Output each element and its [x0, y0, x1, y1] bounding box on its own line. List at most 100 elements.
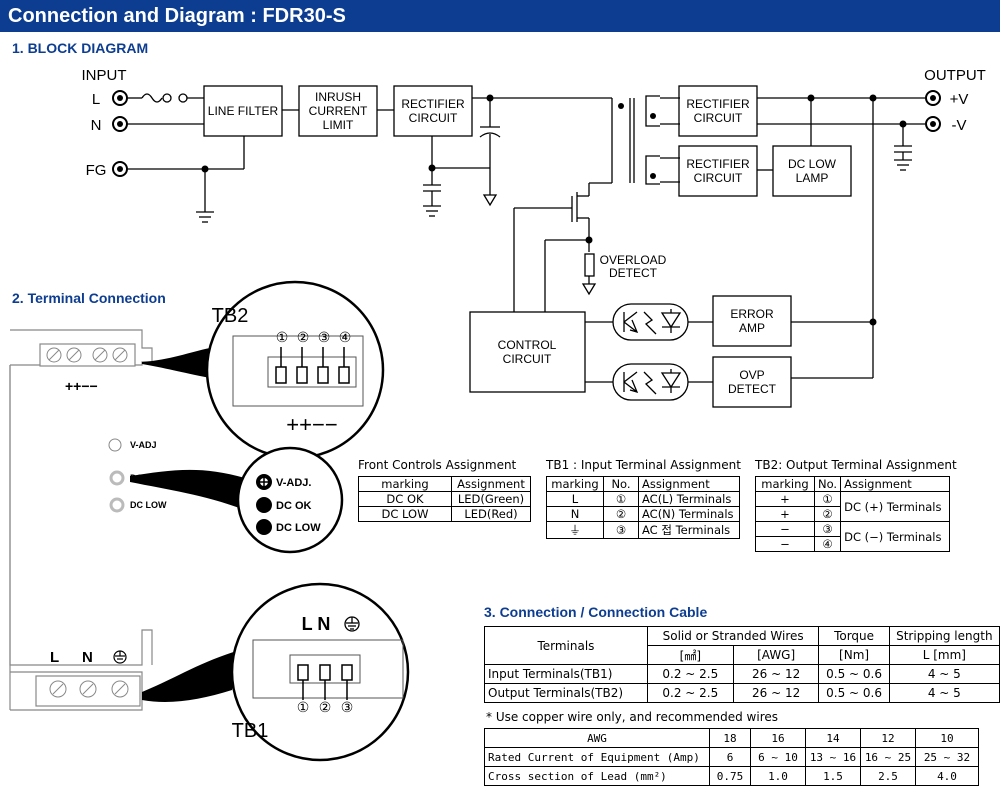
- terminal-n-label: N: [91, 117, 102, 134]
- table-cell: 26 ~ 12: [732, 683, 820, 703]
- table-cell: Rated Current of Equipment (Amp): [484, 747, 710, 767]
- dc-low-lamp-label-2: LAMP: [796, 171, 829, 185]
- rect-out1-label-1: RECTIFIER: [686, 97, 750, 111]
- inrush-label-2: CURRENT: [309, 104, 368, 118]
- table-cell: LED(Green): [451, 491, 531, 507]
- table-header: Stripping length: [888, 626, 1000, 646]
- ovp-label-1: OVP: [739, 368, 764, 382]
- table-cell: Cross section of Lead (mm²): [484, 766, 710, 786]
- inrush-label-3: LIMIT: [323, 118, 354, 132]
- table-header: 12: [860, 728, 916, 748]
- table-cell: 16 ~ 25: [860, 747, 916, 767]
- table-cell: AC 접 Terminals: [638, 521, 740, 539]
- tb2-table-title: TB2: Output Terminal Assignment: [755, 458, 957, 472]
- table-cell: 1.0: [750, 766, 806, 786]
- section-title-terminal-connection: 2. Terminal Connection: [12, 290, 166, 306]
- section-title-connection-cable: 3. Connection / Connection Cable: [484, 604, 708, 620]
- table-cell: N: [546, 506, 604, 522]
- table-cell: +: [755, 491, 815, 507]
- table-cell: −: [755, 521, 815, 537]
- table-cell: 4 ~ 5: [888, 683, 1000, 703]
- out-plus-label: +V: [950, 91, 969, 108]
- table-header: Assignment: [840, 476, 951, 492]
- terminal-l-label: L: [92, 91, 100, 108]
- page-title: Connection and Diagram : FDR30-S: [0, 0, 1000, 32]
- table-header: 14: [805, 728, 861, 748]
- table-header: No.: [813, 476, 842, 492]
- table-cell: ④: [813, 536, 842, 552]
- rect-in-label-1: RECTIFIER: [401, 97, 465, 111]
- table-header: [Nm]: [818, 645, 890, 665]
- error-amp-label-1: ERROR: [730, 307, 774, 321]
- table-header: [AWG]: [732, 645, 820, 665]
- tb1-number-1: ①: [297, 699, 310, 715]
- table-cell: L: [546, 491, 604, 507]
- table-cell: AC(N) Terminals: [638, 506, 740, 522]
- table-cell: 6 ~ 10: [750, 747, 806, 767]
- v-adj-label: V-ADJ: [130, 440, 157, 450]
- table-header: AWG: [484, 728, 710, 748]
- control-label-1: CONTROL: [498, 338, 557, 352]
- table-cell: Output Terminals(TB2): [484, 683, 648, 703]
- table-cell: ①: [813, 491, 842, 507]
- table-header: 16: [750, 728, 806, 748]
- tb1-label: TB1: [232, 720, 269, 742]
- awg-table: AWG 18 16 14 12 10 Rated Current of Equi…: [484, 728, 979, 786]
- table-cell: 26 ~ 12: [732, 664, 820, 684]
- table-cell: ②: [813, 506, 842, 522]
- table-cell: 1.5: [805, 766, 861, 786]
- table-cell: ③: [603, 521, 639, 539]
- copper-wire-note: * Use copper wire only, and recommended …: [486, 710, 779, 724]
- table-cell: DC LOW: [358, 506, 452, 522]
- front-controls-title: Front Controls Assignment: [358, 458, 517, 472]
- table-header: No.: [603, 476, 639, 492]
- table-header: Solid or Stranded Wires: [646, 626, 820, 646]
- table-cell: 2.5: [860, 766, 916, 786]
- ground-symbol-device: [113, 650, 127, 664]
- overload-label-1: OVERLOAD: [600, 253, 667, 267]
- table-header: 18: [709, 728, 751, 748]
- tb1-table-title: TB1 : Input Terminal Assignment: [546, 458, 741, 472]
- table-header: Assignment: [638, 476, 740, 492]
- inrush-label-1: INRUSH: [315, 90, 361, 104]
- dc-low-label: DC LOW: [130, 500, 167, 510]
- ovp-label-2: DETECT: [728, 382, 777, 396]
- table-cell: 0.75: [709, 766, 751, 786]
- rect-out2-label-2: CIRCUIT: [694, 171, 743, 185]
- callout-dcok-label: DC OK: [276, 500, 312, 512]
- table-cell: DC (−) Terminals: [840, 521, 951, 552]
- table-cell: ③: [813, 521, 842, 537]
- tb2-polarity-small: ++−−: [65, 378, 98, 394]
- callout-vadj-label: V-ADJ.: [276, 477, 311, 489]
- table-header: marking: [358, 476, 452, 492]
- section-title-block-diagram: 1. BLOCK DIAGRAM: [12, 40, 149, 56]
- rect-out2-label-1: RECTIFIER: [686, 157, 750, 171]
- table-cell: −: [755, 536, 815, 552]
- rect-out1-label-2: CIRCUIT: [694, 111, 743, 125]
- table-cell: 4.0: [915, 766, 979, 786]
- control-label-2: CIRCUIT: [503, 352, 552, 366]
- table-cell: AC(L) Terminals: [638, 491, 740, 507]
- table-header: 10: [915, 728, 979, 748]
- table-cell: Input Terminals(TB1): [484, 664, 648, 684]
- table-cell: 0.2 ~ 2.5: [646, 664, 734, 684]
- table-header: Assignment: [451, 476, 531, 492]
- table-header: Torque: [818, 626, 890, 646]
- table-cell: 25 ~ 32: [915, 747, 979, 767]
- tb2-number-4: ④: [339, 329, 352, 345]
- rect-in-label-2: CIRCUIT: [409, 111, 458, 125]
- tb2-polarity: ++−−: [286, 412, 337, 437]
- tb2-number-2: ②: [297, 329, 310, 345]
- table-cell: ②: [603, 506, 639, 522]
- table-cell: 0.5 ~ 0.6: [818, 664, 890, 684]
- table-cell: 6: [709, 747, 751, 767]
- error-amp-label-2: AMP: [739, 321, 765, 335]
- table-cell: DC (+) Terminals: [840, 491, 951, 522]
- overload-label-2: DETECT: [609, 266, 658, 280]
- tb1-number-2: ②: [319, 699, 332, 715]
- table-cell: ⏚: [546, 521, 604, 539]
